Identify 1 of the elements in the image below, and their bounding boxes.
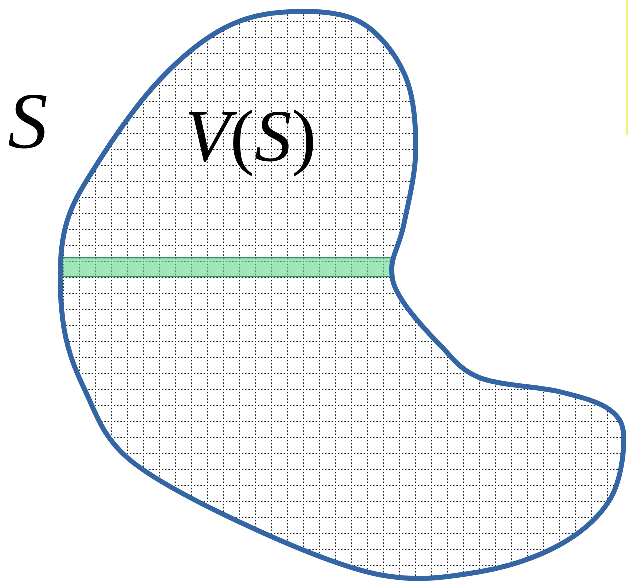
set-label: S: [8, 82, 48, 162]
